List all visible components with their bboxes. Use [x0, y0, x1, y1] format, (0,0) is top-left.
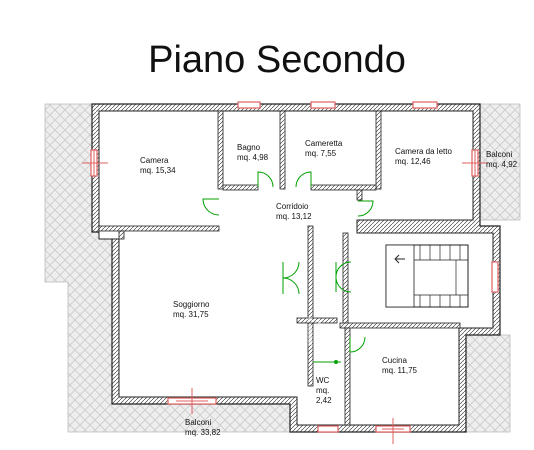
room-cameretta-name: Cameretta [305, 139, 343, 148]
terrace-area [44, 103, 521, 433]
watermark: casa.it [215, 312, 325, 354]
room-corridoio-name: Corridoio [276, 202, 309, 211]
room-corridoio-area: mq. 13,12 [276, 212, 312, 221]
room-cucina-name: Cucina [382, 356, 407, 365]
room-cucina-area: mq. 11,75 [382, 366, 418, 375]
doors [202, 171, 374, 364]
room-balconi-bottom-name: Balconi [185, 418, 211, 427]
room-camera-da-letto-area: mq. 12,46 [395, 157, 431, 166]
window-crosshairs [82, 150, 488, 444]
stairwell [385, 244, 469, 308]
room-bagno-name: Bagno [237, 143, 261, 152]
room-camera-da-letto-name: Camera da letto [395, 147, 452, 156]
room-bagno-area: mq. 4,98 [237, 153, 269, 162]
room-wc-area-2: 2,42 [316, 396, 332, 405]
room-camera-area: mq. 15,34 [140, 166, 176, 175]
room-soggiorno-name: Soggiorno [173, 300, 210, 309]
page-title: Piano Secondo [148, 39, 406, 81]
room-wc-area-1: mq. [316, 386, 329, 395]
room-balconi-right-area: mq. 4,92 [486, 160, 518, 169]
room-wc-name: WC [316, 376, 330, 385]
interior-walls [98, 110, 461, 426]
room-labels: Camera mq. 15,34 Bagno mq. 4,98 Camerett… [140, 139, 518, 437]
room-balconi-right-name: Balconi [486, 150, 512, 159]
room-balconi-bottom-area: mq. 33,82 [185, 428, 221, 437]
walls [91, 103, 501, 433]
room-cameretta-area: mq. 7,55 [305, 149, 337, 158]
room-soggiorno-area: mq. 31,75 [173, 310, 209, 319]
stair-arrow-icon [394, 254, 405, 264]
room-camera-name: Camera [140, 156, 169, 165]
